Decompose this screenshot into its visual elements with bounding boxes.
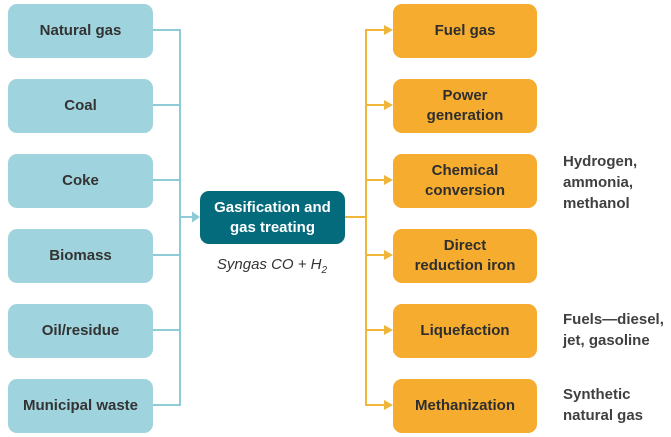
note-line: Fuels—diesel, bbox=[563, 311, 664, 328]
input-natural-gas: Natural gas bbox=[8, 4, 153, 58]
note-chemical-products: Hydrogen, ammonia, methanol bbox=[563, 151, 637, 214]
process-label-line1: Gasification and bbox=[214, 198, 331, 216]
output-label: Methanization bbox=[415, 396, 515, 416]
input-oil-residue: Oil/residue bbox=[8, 304, 153, 358]
note-line: ammonia, bbox=[563, 174, 634, 191]
output-label: Chemical conversion bbox=[425, 161, 505, 201]
note-line: jet, gasoline bbox=[563, 332, 650, 349]
process-gasification: Gasification and gas treating bbox=[200, 191, 345, 244]
syngas-caption: Syngas CO + H2 bbox=[202, 256, 342, 276]
input-coal: Coal bbox=[8, 79, 153, 133]
input-label: Municipal waste bbox=[22, 397, 139, 414]
output-label-line1: Liquefaction bbox=[420, 322, 510, 339]
input-label: Oil/residue bbox=[41, 322, 120, 339]
input-municipal-waste: Municipal waste bbox=[8, 379, 153, 433]
input-coke: Coke bbox=[8, 154, 153, 208]
arrowhead-chemical-conversion bbox=[384, 175, 393, 185]
input-label: Coal bbox=[64, 97, 97, 114]
arrowhead-power-generation bbox=[384, 100, 393, 110]
arrowhead-methanization bbox=[384, 400, 393, 410]
output-label-line1: Chemical bbox=[431, 162, 499, 179]
output-methanization: Methanization bbox=[393, 379, 537, 433]
output-label-line1: Fuel gas bbox=[434, 22, 496, 39]
note-liquefaction-products: Fuels—diesel, jet, gasoline bbox=[563, 309, 664, 351]
output-label: Direct reduction iron bbox=[415, 236, 516, 276]
output-label-line2: conversion bbox=[424, 182, 506, 199]
output-label-line2: generation bbox=[426, 107, 504, 124]
output-liquefaction: Liquefaction bbox=[393, 304, 537, 358]
input-label: Natural gas bbox=[39, 22, 122, 39]
arrowhead-direct-reduction-iron bbox=[384, 250, 393, 260]
note-methanization-products: Synthetic natural gas bbox=[563, 384, 643, 426]
output-chemical-conversion: Chemical conversion bbox=[393, 154, 537, 208]
output-label: Fuel gas bbox=[435, 21, 496, 41]
note-line: methanol bbox=[563, 195, 630, 212]
input-label: Biomass bbox=[49, 247, 112, 264]
output-label-line2: reduction iron bbox=[414, 257, 516, 274]
output-label-line1: Methanization bbox=[415, 397, 515, 414]
arrowhead-liquefaction bbox=[384, 325, 393, 335]
output-power-generation: Power generation bbox=[393, 79, 537, 133]
process-label-line2: gas treating bbox=[229, 218, 315, 236]
output-arrowheads bbox=[384, 25, 393, 410]
note-line: natural gas bbox=[563, 407, 644, 424]
output-label: Power generation bbox=[427, 86, 504, 126]
output-connectors bbox=[345, 29, 384, 406]
output-fuel-gas: Fuel gas bbox=[393, 4, 537, 58]
arrowhead-fuel-gas bbox=[384, 25, 393, 35]
input-label: Coke bbox=[62, 172, 99, 189]
note-line: Hydrogen, bbox=[563, 153, 638, 170]
process-label: Gasification and gas treating bbox=[214, 198, 331, 238]
output-label: Liquefaction bbox=[420, 321, 509, 341]
syngas-subscript: 2 bbox=[321, 265, 328, 276]
process-input-arrowhead bbox=[192, 211, 200, 223]
output-label-line1: Power bbox=[442, 87, 488, 104]
note-line: Synthetic bbox=[563, 386, 631, 403]
input-connectors bbox=[153, 29, 192, 406]
output-label-line1: Direct bbox=[443, 237, 487, 254]
syngas-text: Syngas CO + H bbox=[216, 256, 322, 273]
input-biomass: Biomass bbox=[8, 229, 153, 283]
output-direct-reduction-iron: Direct reduction iron bbox=[393, 229, 537, 283]
